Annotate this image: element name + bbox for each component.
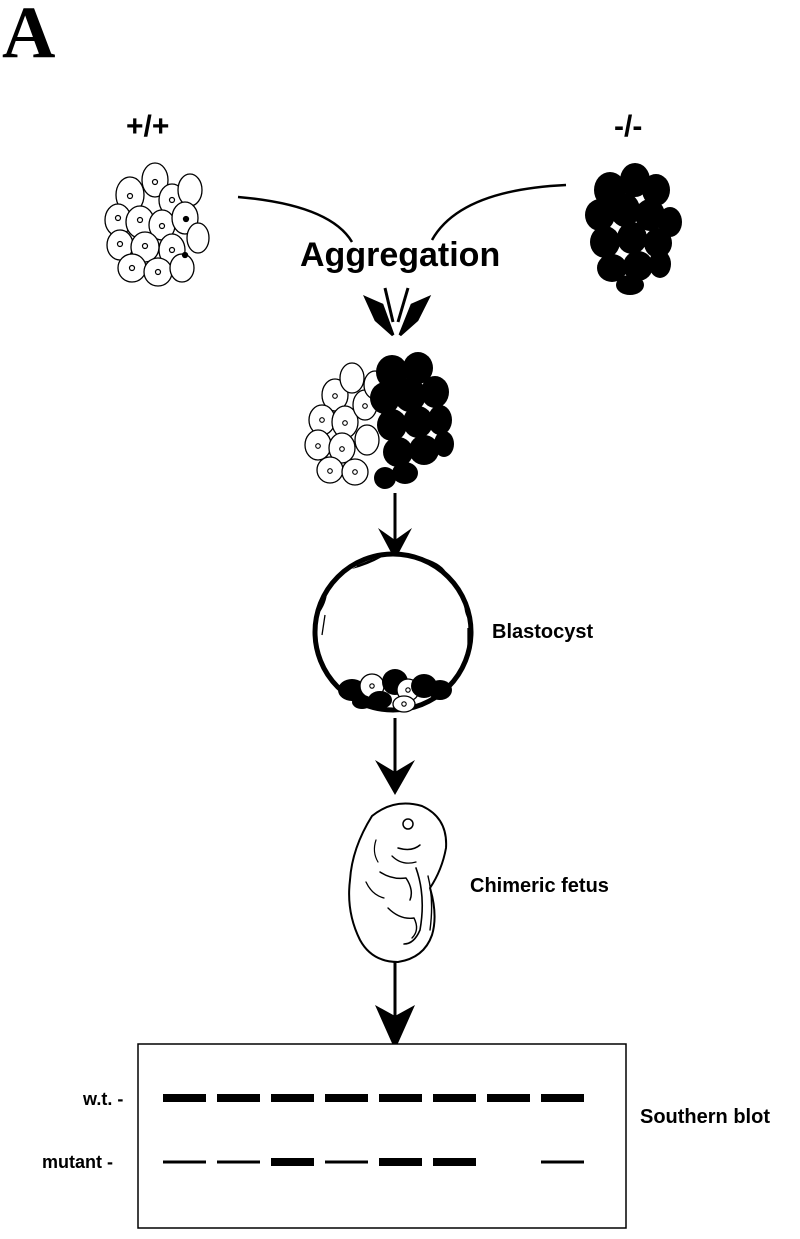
blot-row-label-mutant: mutant - [42,1152,113,1172]
chimeric-fetus-label: Chimeric fetus [470,875,609,897]
mutant-band-lane-5 [379,1158,422,1166]
aggregation-label: Aggregation [300,236,501,274]
arrow-to-fetus [375,718,415,795]
southern-blot-label: Southern blot [640,1106,770,1128]
southern-blot-panel [137,1043,627,1229]
aggregation-arc-left [237,195,354,243]
merge-arrow [363,287,432,337]
mutant-band-lane-8 [541,1160,584,1164]
chimeric-aggregate [304,352,454,489]
wt-band-lane-4 [325,1094,368,1102]
mutant-morula [585,163,682,295]
mutant-band-lane-3 [271,1158,314,1166]
blot-row-label-wt: w.t. - [83,1089,124,1109]
wt-band-lane-6 [433,1094,476,1102]
aggregation-arc-right [430,183,567,241]
wt-band-lane-7 [487,1094,530,1102]
wt-band-lane-1 [163,1094,206,1102]
wt-band-lane-3 [271,1094,314,1102]
mutant-band-lane-1 [163,1160,206,1164]
panel-label: A [2,0,56,74]
blastocyst-label: Blastocyst [492,621,594,643]
mutant-band-lane-4 [325,1160,368,1164]
wt-band-lane-5 [379,1094,422,1102]
mutant-band-lane-2 [217,1160,260,1164]
southern-blot-bands [163,1094,584,1166]
wild-type-morula [104,162,210,287]
arrow-to-southern-blot [375,962,415,1050]
chimeric-fetus [348,802,448,963]
arrow-to-blastocyst [378,493,412,560]
blastocyst [312,551,474,713]
wt-band-lane-8 [541,1094,584,1102]
wt-band-lane-2 [217,1094,260,1102]
mutant-band-lane-6 [433,1158,476,1166]
genotype-wild-type-label: +/+ [126,110,170,143]
genotype-mutant-label: -/- [614,110,643,143]
